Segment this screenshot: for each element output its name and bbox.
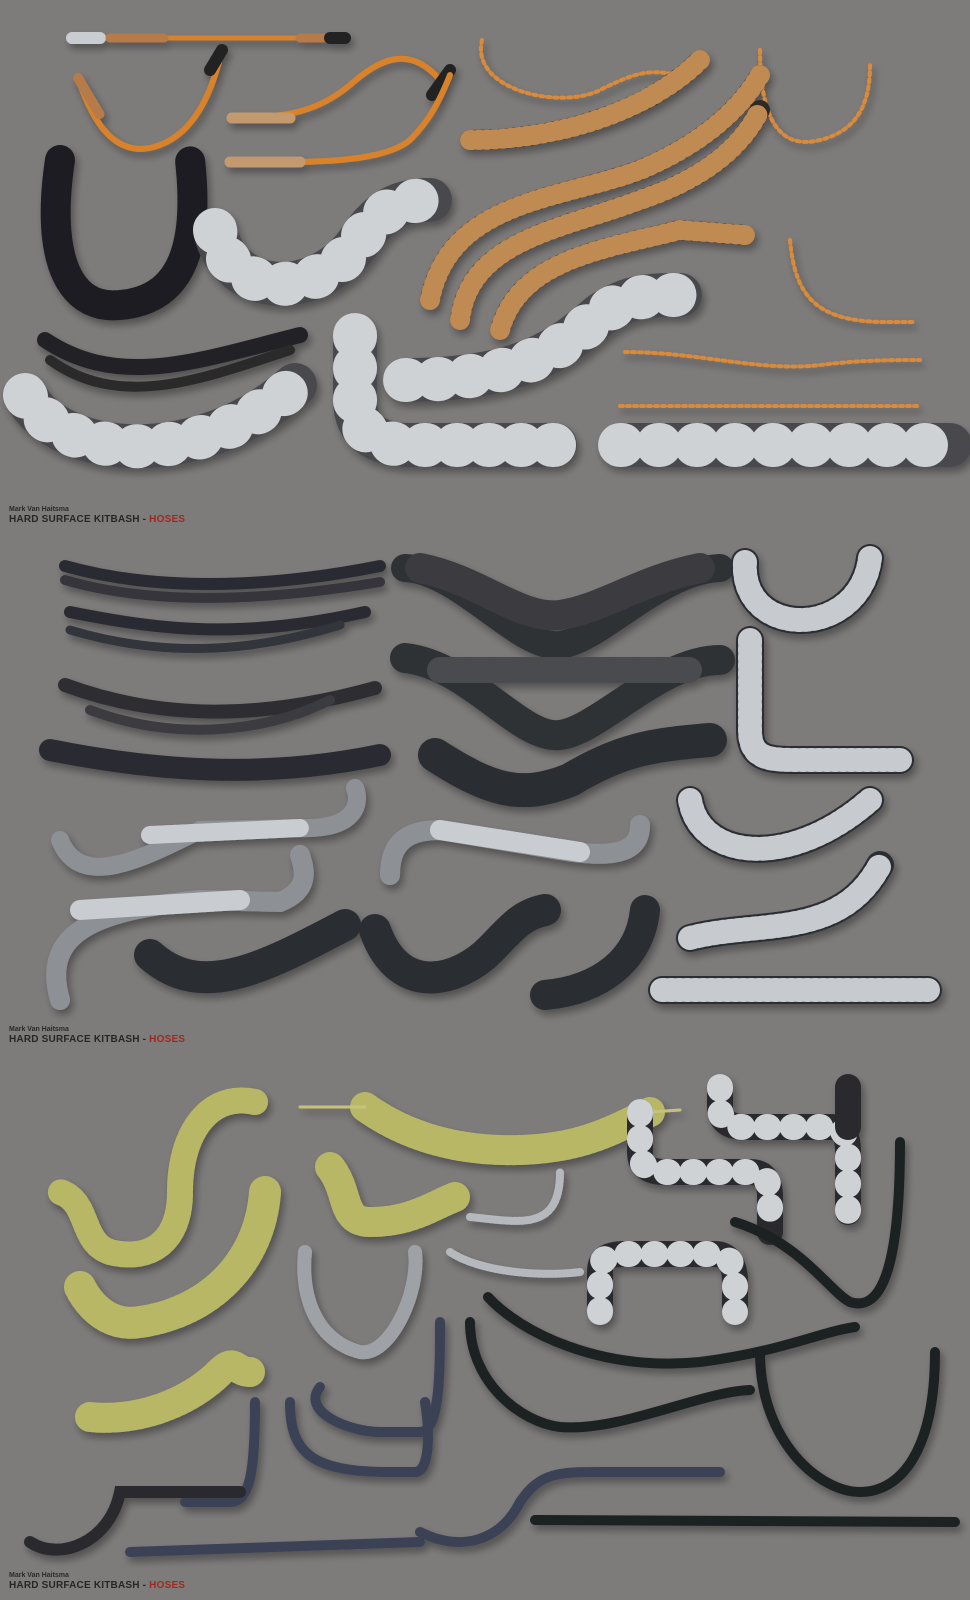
- yellow-coiled-hose-3: [64, 1176, 281, 1339]
- panel-3-render: [24, 1074, 960, 1557]
- kitbash-title: HARD SURFACE KITBASH - HOSES: [9, 1035, 185, 1045]
- steel-hose-long-3: [465, 1317, 755, 1433]
- orange-hose-s-bend-1: [226, 55, 456, 124]
- kitbash-title: HARD SURFACE KITBASH - HOSES: [9, 515, 185, 525]
- dark-curved-hose-2: [359, 894, 561, 994]
- corrugated-elbow-hose: [736, 626, 914, 774]
- corrugated-u-hose: [730, 544, 884, 634]
- kitbash-panel-2: Mark Van Haitsma HARD SURFACE KITBASH - …: [0, 530, 970, 1072]
- title-main: HARD SURFACE KITBASH: [9, 1034, 140, 1045]
- author-name: Mark Van Haitsma: [9, 1026, 69, 1033]
- twin-dark-hose-2: [60, 575, 385, 603]
- steel-hose-long-4: [755, 1347, 940, 1498]
- steel-hose-long-2: [483, 1292, 860, 1369]
- segmented-hose-curve-2: [3, 363, 317, 469]
- fabric-sleeve-hose: [391, 553, 734, 660]
- dark-curved-hose-3: [530, 895, 660, 1010]
- blue-chrome-hose-set: [24, 1317, 725, 1557]
- chrome-braided-hose-1: [51, 779, 366, 876]
- steel-hose-long-1: [730, 1137, 905, 1309]
- orange-hose-s-bend-2: [224, 72, 453, 168]
- chrome-braided-hose-3: [380, 815, 650, 885]
- kitbash-title: HARD SURFACE KITBASH - HOSES: [9, 1581, 185, 1591]
- title-main: HARD SURFACE KITBASH: [9, 1580, 140, 1591]
- dark-flat-hose: [418, 723, 727, 808]
- yellow-coiled-hose-4: [315, 1152, 470, 1238]
- corrugated-curve-hose-1: [676, 786, 884, 863]
- chrome-braided-hose-2: [46, 845, 314, 1010]
- yellow-coiled-hose-1: [47, 1087, 268, 1268]
- dark-hose-carbon-2: [85, 695, 335, 735]
- black-twin-hose: [37, 327, 308, 392]
- black-pipe-u-bend: [587, 1241, 748, 1325]
- orange-coiled-hose-long-1: [623, 350, 922, 369]
- orange-coiled-hose-mid-right: [788, 238, 917, 324]
- panel-1-render: [3, 32, 970, 469]
- dark-curved-hose-1: [134, 909, 361, 994]
- yellow-coiled-hose-2: [298, 1092, 682, 1166]
- title-accent: HOSES: [149, 1034, 186, 1045]
- mesh-sleeve-hose: [390, 643, 735, 751]
- title-main: HARD SURFACE KITBASH: [9, 514, 140, 525]
- panel-2-caption: Mark Van Haitsma HARD SURFACE KITBASH - …: [9, 1026, 185, 1045]
- carbon-sleeve-hose: [39, 739, 391, 781]
- orange-coiled-hose-top-right: [758, 48, 872, 144]
- author-name: Mark Van Haitsma: [9, 506, 69, 513]
- black-corrugated-hose: [40, 145, 208, 321]
- title-separator: -: [139, 514, 150, 525]
- panel-2-render: [39, 544, 942, 1010]
- title-separator: -: [139, 1580, 150, 1591]
- steel-hose-straight: [530, 1515, 960, 1527]
- mesh-hose-thin-2: [446, 1248, 584, 1278]
- title-separator: -: [139, 1034, 150, 1045]
- segmented-hose-curve-1: [193, 178, 452, 306]
- black-pipe-elbow-1: [627, 1099, 783, 1245]
- panel-3-caption: Mark Van Haitsma HARD SURFACE KITBASH - …: [9, 1572, 185, 1591]
- panel-1-caption: Mark Van Haitsma HARD SURFACE KITBASH - …: [9, 506, 185, 525]
- kitbash-panel-3: Mark Van Haitsma HARD SURFACE KITBASH - …: [0, 1072, 970, 1600]
- title-accent: HOSES: [149, 514, 186, 525]
- title-accent: HOSES: [149, 1580, 186, 1591]
- kitbash-panel-1: Mark Van Haitsma HARD SURFACE KITBASH - …: [0, 0, 970, 530]
- orange-hose-u-bend: [73, 44, 228, 152]
- segmented-hose-curve-3: [383, 273, 702, 402]
- black-pipe-elbow-2: [707, 1074, 861, 1225]
- corrugated-curve-hose-2: [676, 851, 894, 952]
- braided-hose-bundle: [420, 50, 770, 340]
- author-name: Mark Van Haitsma: [9, 1572, 69, 1579]
- mesh-hose-thin-1: [466, 1168, 564, 1225]
- orange-coiled-hose-top: [478, 38, 682, 100]
- dark-hose-cable-2: [65, 620, 345, 653]
- twin-dark-hose-1: [59, 560, 386, 590]
- dark-hose-cable-1: [64, 606, 371, 636]
- mesh-hose-double: [297, 1245, 423, 1360]
- segmented-hose-elbow: [333, 313, 577, 467]
- yellow-coiled-hose-5: [75, 1350, 265, 1433]
